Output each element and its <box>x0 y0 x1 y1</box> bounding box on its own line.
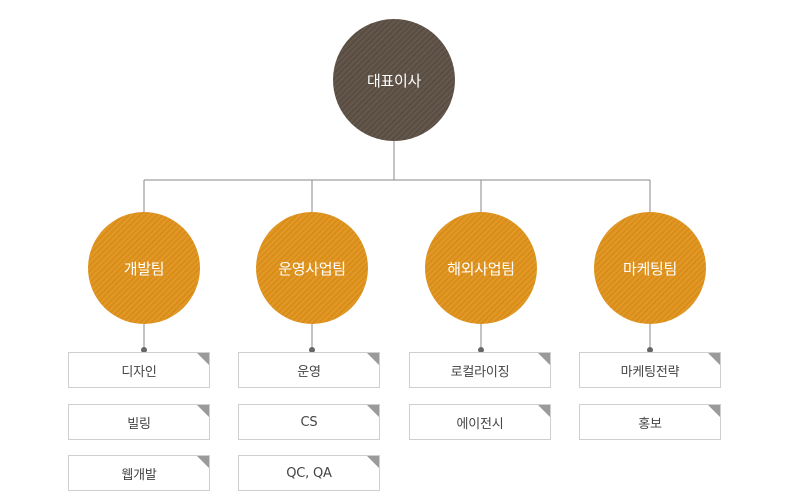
sub-item-label: 로컬라이징 <box>450 364 510 380</box>
team-node-overseas: 해외사업팀 <box>425 212 537 324</box>
team-node-dev: 개발팀 <box>88 212 200 324</box>
sub-item-box: QC, QA <box>238 455 380 491</box>
sub-item-box: 로컬라이징 <box>409 352 551 388</box>
team-label: 개발팀 <box>123 259 165 278</box>
sub-item-label: 빌링 <box>127 416 151 432</box>
sub-item-label: 운영 <box>297 364 321 380</box>
team-2-dot <box>309 347 315 353</box>
sub-item-label: 에이전시 <box>456 416 504 432</box>
sub-item-label: 마케팅전략 <box>620 364 680 380</box>
ceo-label: 대표이사 <box>366 71 421 90</box>
sub-item-box: 웹개발 <box>68 455 210 491</box>
sub-item-label: 홍보 <box>638 416 662 432</box>
team-3-dot <box>478 347 484 353</box>
team-node-marketing: 마케팅팀 <box>594 212 706 324</box>
team-4-dot <box>647 347 653 353</box>
sub-item-box: 디자인 <box>68 352 210 388</box>
sub-item-box: CS <box>238 404 380 440</box>
sub-item-label: 디자인 <box>121 364 157 380</box>
team-node-operations: 운영사업팀 <box>256 212 368 324</box>
sub-item-box: 운영 <box>238 352 380 388</box>
team-label: 운영사업팀 <box>278 259 346 278</box>
team-1-dot <box>141 347 147 353</box>
team-label: 해외사업팀 <box>447 259 515 278</box>
sub-item-label: CS <box>300 414 318 430</box>
sub-item-box: 빌링 <box>68 404 210 440</box>
ceo-node: 대표이사 <box>333 19 455 141</box>
sub-item-label: 웹개발 <box>121 467 157 483</box>
sub-item-label: QC, QA <box>286 465 332 481</box>
sub-item-box: 홍보 <box>579 404 721 440</box>
team-label: 마케팅팀 <box>622 259 677 278</box>
sub-item-box: 에이전시 <box>409 404 551 440</box>
sub-item-box: 마케팅전략 <box>579 352 721 388</box>
